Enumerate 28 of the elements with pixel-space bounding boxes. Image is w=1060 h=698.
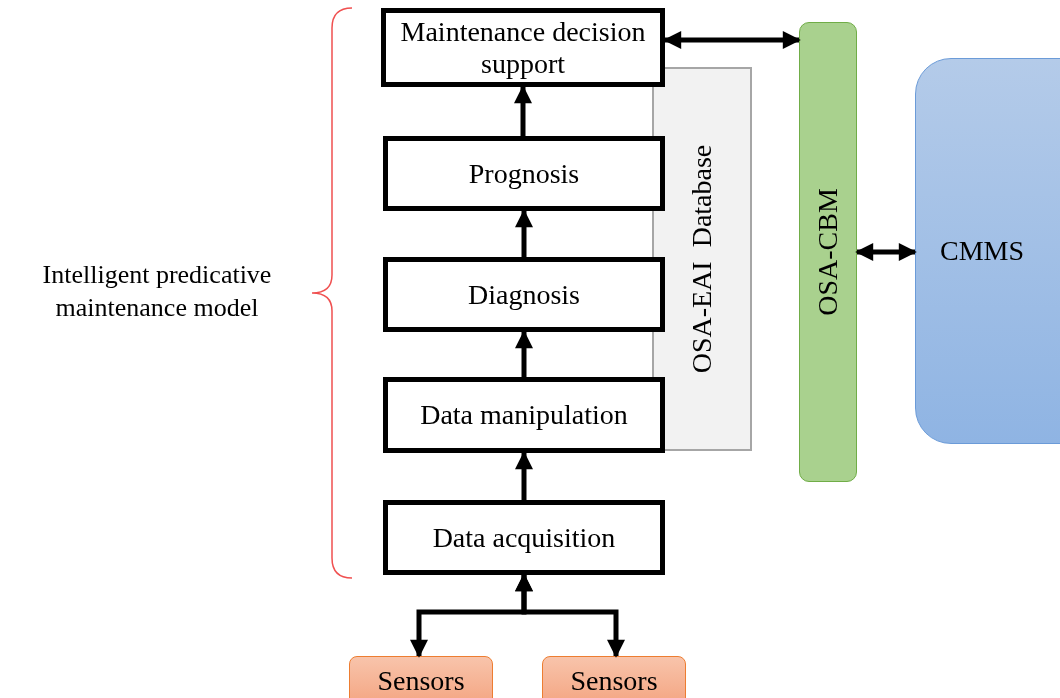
process-box (383, 257, 665, 332)
arrow (514, 85, 532, 136)
box-label: Sensors (377, 665, 465, 697)
database-panel (652, 67, 752, 451)
system-box (915, 58, 1060, 444)
process-box (381, 8, 665, 87)
box-label: Prognosis (468, 157, 580, 190)
box-label: Diagnosis (468, 278, 580, 311)
vertical-label: OSA-CBM (812, 188, 844, 316)
process-box (383, 500, 665, 575)
arrow (515, 330, 533, 377)
sensor-box (349, 656, 493, 698)
box-label: Data manipulation (420, 399, 628, 431)
process-box (383, 377, 665, 453)
arrow (515, 573, 625, 658)
vertical-label: OSA-EAI Database (686, 144, 718, 374)
arrow (515, 451, 533, 500)
box-label: Data acquisition (432, 521, 616, 554)
process-box (383, 136, 665, 211)
box-label: CMMS (940, 235, 1025, 267)
arrow (663, 31, 801, 49)
arrow (855, 243, 917, 261)
box-label: Sensors (570, 665, 658, 697)
interface-bar (799, 22, 857, 482)
sensor-box (542, 656, 686, 698)
bracket-label: Intelligent predicative maintenance model (41, 259, 273, 324)
box-label: Maintenance decision support (399, 15, 647, 80)
arrow (515, 209, 533, 257)
